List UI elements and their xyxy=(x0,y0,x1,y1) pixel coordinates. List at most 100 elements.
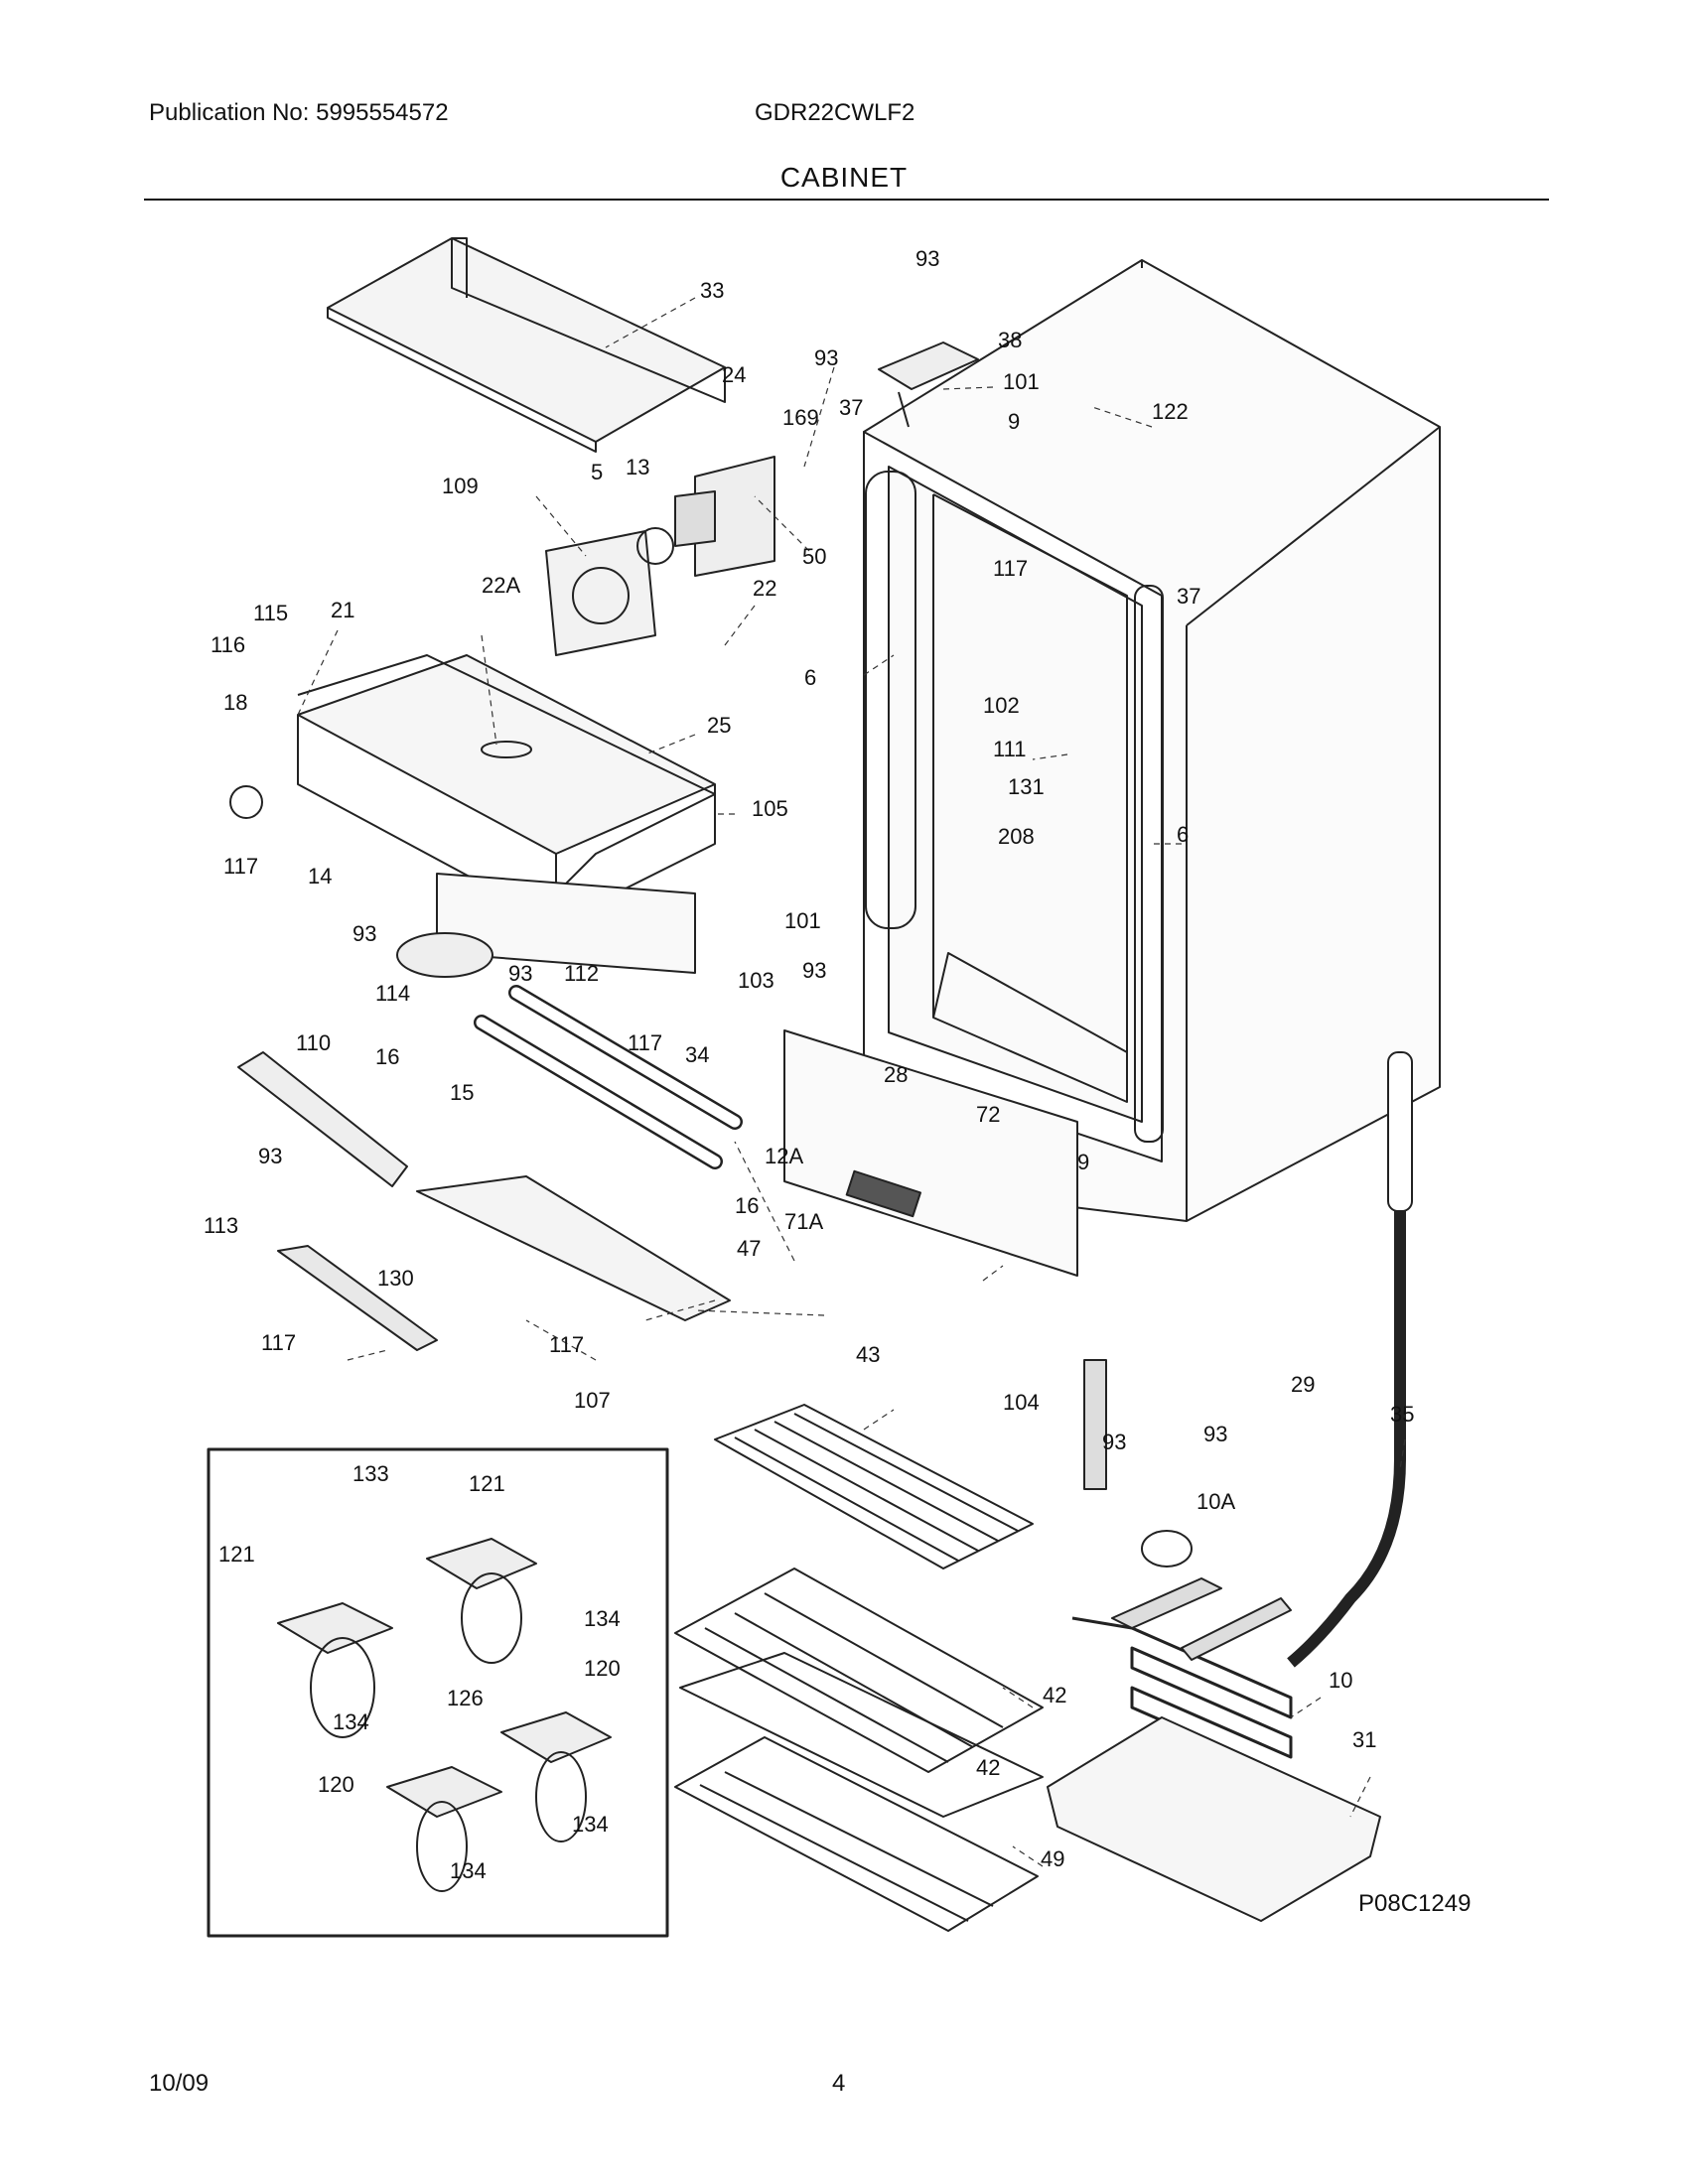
model-number: GDR22CWLF2 xyxy=(755,99,915,126)
cabinet-body xyxy=(863,259,1441,1222)
part-number-label: 131 xyxy=(1008,774,1045,799)
part-number-label: 31 xyxy=(1352,1727,1376,1752)
part-number-label: 116 xyxy=(211,632,245,657)
part-number-label: 14 xyxy=(308,864,332,888)
vent-grille xyxy=(396,932,493,978)
part-number-label: 38 xyxy=(998,328,1022,352)
part-number-label: 93 xyxy=(915,246,939,271)
caster xyxy=(426,1538,537,1664)
caster xyxy=(386,1766,502,1892)
part-number-label: 10 xyxy=(1329,1668,1352,1693)
part-number-label: 21 xyxy=(331,598,354,622)
part-number-label: 34 xyxy=(685,1042,709,1067)
drip-tray xyxy=(416,1175,731,1321)
wire-shelf xyxy=(679,1652,1044,1818)
door-gasket xyxy=(865,471,1164,1143)
part-number-label: 37 xyxy=(839,395,863,420)
part-number-label: 112 xyxy=(564,961,599,986)
part-number-label: 130 xyxy=(377,1266,414,1291)
wire-shelf xyxy=(674,1568,1044,1773)
part-number-label: 134 xyxy=(572,1812,609,1837)
part-number-label: 134 xyxy=(584,1606,621,1631)
part-number-label: 47 xyxy=(737,1236,761,1261)
thermometer xyxy=(1083,1359,1107,1490)
logo-badge xyxy=(845,1169,921,1218)
part-labels: 33 93 24 93 16 9 38 101 37 9 122 5 13 109 50 37 22A 22 117… xyxy=(204,246,1414,1883)
part-number-label: 102 xyxy=(983,693,1020,718)
part-number-label: 117 xyxy=(549,1332,584,1357)
part-number-label: 117 xyxy=(628,1030,662,1055)
deflector xyxy=(237,1051,408,1187)
part-number-label: 93 xyxy=(258,1144,282,1168)
caster xyxy=(277,1602,393,1738)
evaporator-coil xyxy=(1071,1530,1293,1779)
part-number-label: 22 xyxy=(753,576,776,601)
part-number-label: 18 xyxy=(223,690,247,715)
part-number-label: 93 xyxy=(352,921,376,946)
part-number-label: 120 xyxy=(318,1772,354,1797)
part-number-label: 101 xyxy=(1003,369,1040,394)
tubes xyxy=(474,985,743,1169)
part-number-label: 208 xyxy=(998,824,1035,849)
part-number-label: 24 xyxy=(722,362,746,387)
header-rule xyxy=(144,199,1549,201)
kick-plate xyxy=(783,1029,1078,1277)
part-number-label: 117 xyxy=(993,556,1028,581)
part-number-label: 42 xyxy=(976,1755,1000,1780)
part-number-label: 105 xyxy=(752,796,788,821)
part-number-label: 43 xyxy=(856,1342,880,1367)
part-number-label: 93 xyxy=(814,345,838,370)
part-number-label: 117 xyxy=(261,1330,296,1355)
part-number-label: 28 xyxy=(884,1062,908,1087)
part-number-label: 5 xyxy=(591,460,603,484)
part-number-label: 121 xyxy=(218,1542,255,1567)
part-number-label: 93 xyxy=(802,958,826,983)
part-number-label: 22A xyxy=(482,573,520,598)
part-number-label: 50 xyxy=(802,544,826,569)
top-hinge xyxy=(878,341,979,428)
fan-bracket xyxy=(545,456,775,656)
part-number-label: 42 xyxy=(1043,1683,1066,1707)
footer-date: 10/09 xyxy=(149,2070,210,2097)
part-number-label: 35 xyxy=(1390,1402,1414,1427)
grommet xyxy=(229,785,263,819)
part-number-label: 25 xyxy=(707,713,731,738)
lower-grille xyxy=(277,1245,438,1351)
part-number-label: 134 xyxy=(333,1709,369,1734)
section-title: CABINET xyxy=(779,162,909,193)
drain-tube xyxy=(1287,1062,1406,1668)
wire-basket xyxy=(674,1736,1039,1932)
caster-kit-box xyxy=(207,1447,669,1938)
part-number-label: 6 xyxy=(1177,822,1189,847)
part-number-label: 6 xyxy=(804,665,816,690)
part-number-label: 126 xyxy=(447,1686,484,1710)
top-cover xyxy=(327,237,726,453)
part-number-label: 133 xyxy=(352,1461,389,1486)
part-number-label: 134 xyxy=(450,1858,487,1883)
part-number-label: 122 xyxy=(1152,399,1189,424)
part-number-label: 13 xyxy=(626,455,649,479)
part-number-label: 109 xyxy=(442,474,479,498)
part-number-label: 29 xyxy=(1291,1372,1315,1397)
part-number-label: 37 xyxy=(1177,584,1200,609)
part-number-label: 113 xyxy=(204,1213,238,1238)
part-number-label: 9 xyxy=(1077,1150,1089,1174)
caster xyxy=(500,1711,612,1843)
part-number-label: 104 xyxy=(1003,1390,1040,1415)
part-number-label: 93 xyxy=(1203,1422,1227,1446)
drain-pan xyxy=(1047,1716,1381,1922)
drain-tube-top xyxy=(1387,1051,1413,1212)
page-number: 4 xyxy=(832,2070,846,2097)
leader-lines xyxy=(297,297,1406,1867)
part-number-label: 107 xyxy=(574,1388,611,1413)
part-number-label: 33 xyxy=(700,278,724,303)
part-number-label: 16 xyxy=(735,1193,759,1218)
part-number-label: 72 xyxy=(976,1102,1000,1127)
part-number-label: 93 xyxy=(1102,1430,1126,1454)
part-number-label: 9 xyxy=(1008,409,1020,434)
figure-id: P08C1249 xyxy=(1358,1890,1472,1917)
part-number-label: 110 xyxy=(296,1030,331,1055)
part-number-label: 93 xyxy=(508,961,532,986)
part-number-label: 15 xyxy=(450,1080,474,1105)
